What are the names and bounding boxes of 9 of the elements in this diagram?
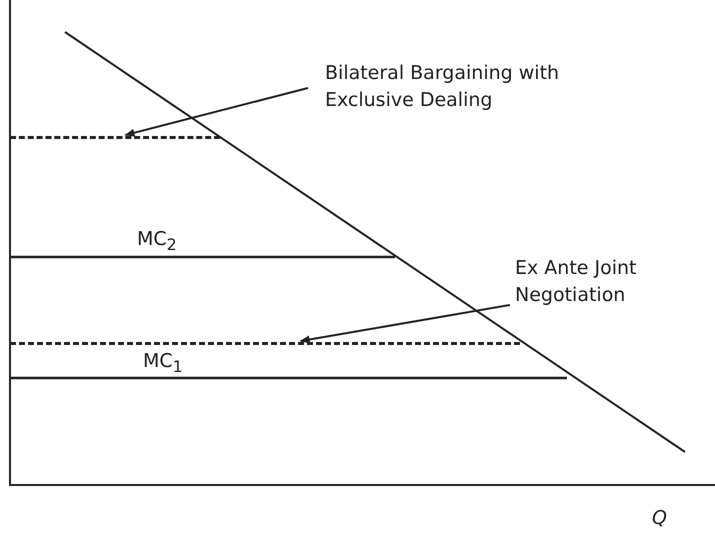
dashed-line [10, 136, 220, 139]
arrow [300, 304, 510, 344]
curve-label: MC$_{1}$ [143, 349, 183, 378]
curve-label: MC$_{2}$ [137, 227, 177, 256]
annotation-text: Bilateral Bargaining with Exclusive Dealing [308, 60, 625, 114]
axis-label: Q [652, 506, 667, 531]
annotation-text: Ex Ante Joint Negotiation [510, 255, 685, 309]
dashed-line [10, 342, 520, 345]
arrow [124, 87, 308, 137]
